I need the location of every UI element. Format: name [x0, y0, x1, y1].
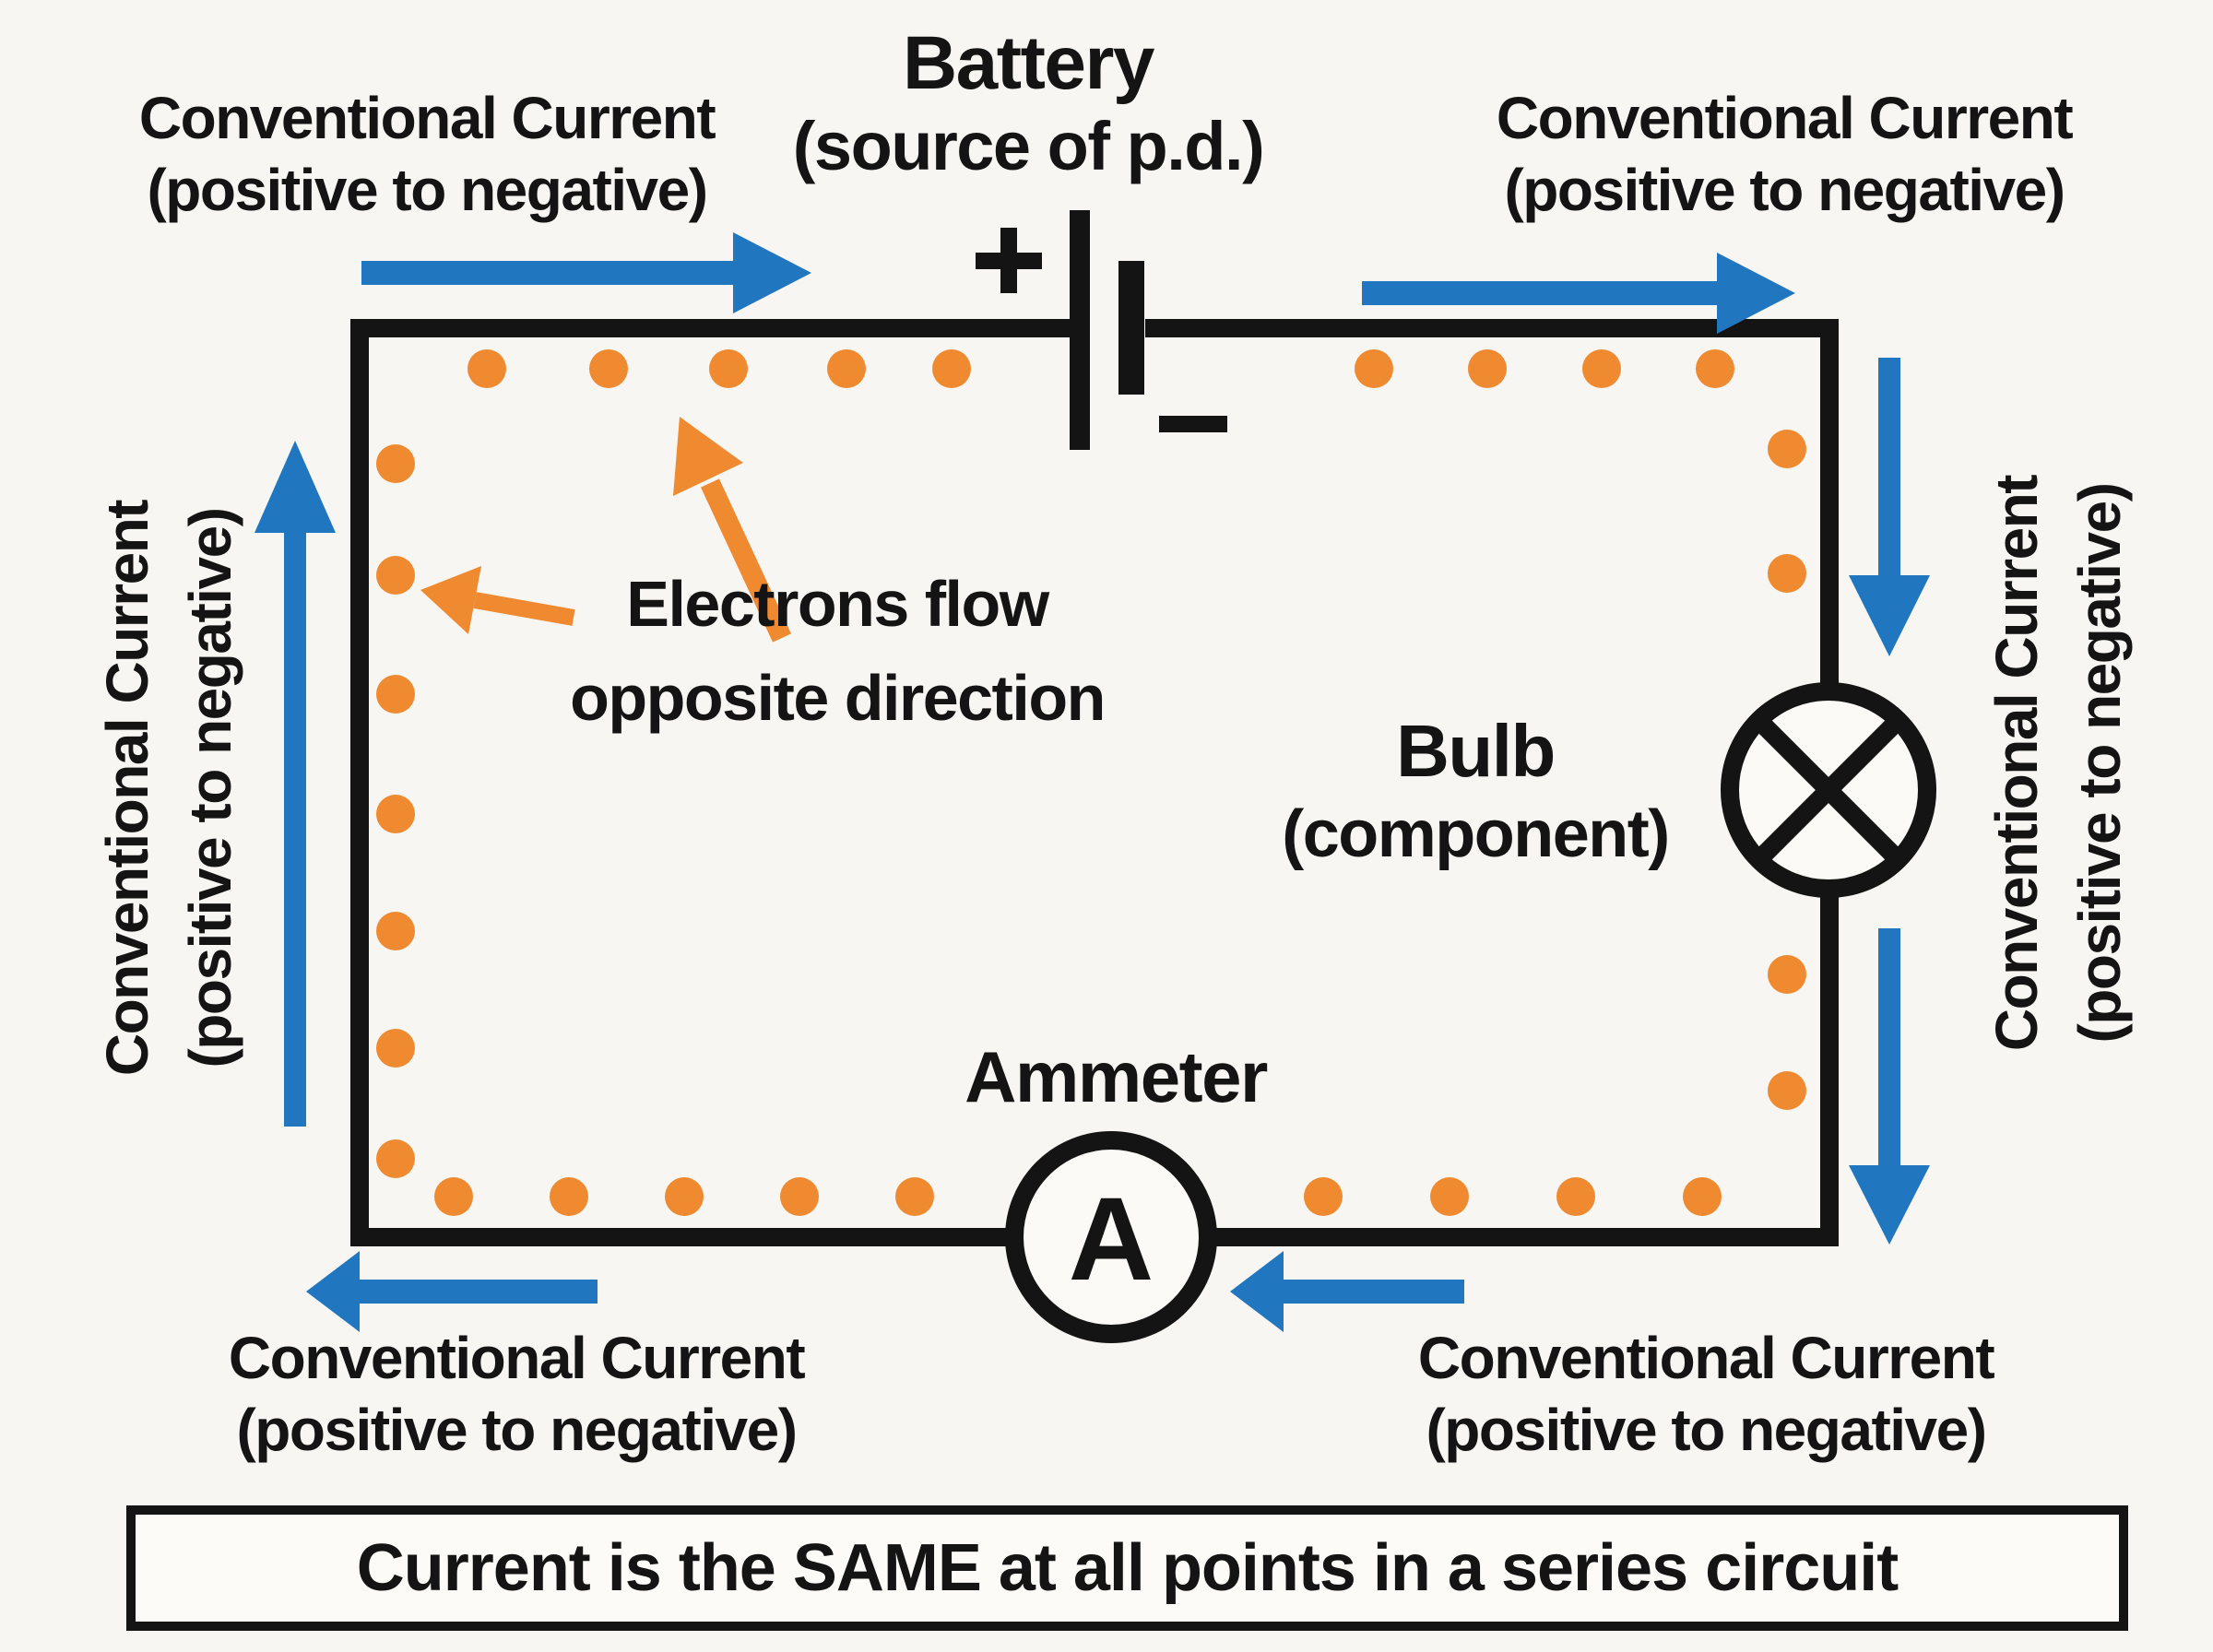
- ammeter-icon: [1005, 1131, 1217, 1343]
- electron-dot: [1556, 1177, 1595, 1216]
- ammeter-label: Ammeter: [964, 1036, 1268, 1117]
- current-label-line2: (positive to negative): [236, 1397, 798, 1463]
- current-label-left-side: Conventional Current (positive to negati…: [86, 501, 252, 1076]
- electron-flow-arrow-up: [673, 417, 791, 643]
- electron-dot: [1768, 1071, 1806, 1110]
- electron-note: Electrons flow opposite direction: [570, 557, 1106, 745]
- current-label-line1: Conventional Current: [228, 1325, 806, 1391]
- electron-dot: [434, 1177, 473, 1216]
- electron-dot: [895, 1177, 934, 1216]
- current-label-line2: (positive to negative): [2066, 483, 2133, 1044]
- bulb-label: Bulb (component): [1282, 710, 1670, 876]
- electron-dots: [376, 349, 1806, 1216]
- current-arrow-top-left: [361, 232, 811, 313]
- current-label-bottom-right: Conventional Current (positive to negati…: [1417, 1322, 1995, 1466]
- battery-minus-icon: [1159, 416, 1227, 432]
- electron-dot: [376, 556, 415, 595]
- current-label-line1: Conventional Current: [1417, 1325, 1995, 1391]
- current-label-right-side: Conventional Current (positive to negati…: [1975, 476, 2141, 1051]
- electron-dot: [1468, 349, 1507, 388]
- current-label-line1: Conventional Current: [94, 500, 160, 1077]
- current-label-top-left: Conventional Current (positive to negati…: [138, 82, 716, 226]
- electron-dot: [1430, 1177, 1469, 1216]
- electron-note-line2: opposite direction: [570, 662, 1106, 734]
- current-label-line2: (positive to negative): [177, 508, 243, 1068]
- electron-dot: [1768, 554, 1806, 593]
- current-label-line1: Conventional Current: [1496, 85, 2074, 151]
- electron-dot: [1304, 1177, 1343, 1216]
- electron-dot: [1768, 430, 1806, 468]
- current-label-line2: (positive to negative): [1504, 157, 2065, 223]
- current-label-line1: Conventional Current: [1983, 475, 2050, 1052]
- electron-dot: [550, 1177, 588, 1216]
- electron-dot: [1683, 1177, 1722, 1216]
- electron-dot: [1582, 349, 1621, 388]
- electron-dot: [376, 1139, 415, 1178]
- electron-dot: [709, 349, 748, 388]
- current-label-line2: (positive to negative): [1426, 1397, 1987, 1463]
- electron-dot: [1696, 349, 1734, 388]
- electron-dot: [827, 349, 866, 388]
- electron-note-line1: Electrons flow: [626, 568, 1049, 640]
- electron-dot: [376, 444, 415, 483]
- summary-banner-text: Current is the SAME at all points in a s…: [356, 1531, 1899, 1605]
- electron-dot: [467, 349, 506, 388]
- electron-dot: [589, 349, 628, 388]
- current-label-line2: (positive to negative): [147, 157, 708, 223]
- electron-dot: [665, 1177, 704, 1216]
- electron-dot: [1768, 955, 1806, 994]
- current-label-line1: Conventional Current: [138, 85, 716, 151]
- current-arrow-bottom-left: [306, 1251, 598, 1332]
- electron-dot: [376, 675, 415, 714]
- battery-subtitle: (source of p.d.): [792, 108, 1265, 184]
- battery-title: Battery: [902, 21, 1155, 105]
- current-label-bottom-left: Conventional Current (positive to negati…: [228, 1322, 806, 1466]
- current-arrow-right-lower: [1849, 928, 1930, 1245]
- bulb-icon: [1721, 682, 1936, 898]
- current-arrow-bottom-right: [1230, 1251, 1464, 1332]
- current-label-top-right: Conventional Current (positive to negati…: [1496, 82, 2074, 226]
- current-arrow-top-right: [1362, 253, 1795, 334]
- electron-dot: [376, 912, 415, 950]
- electron-dot: [932, 349, 971, 388]
- ammeter-symbol: A: [1068, 1174, 1154, 1305]
- current-arrow-right-upper: [1849, 358, 1930, 656]
- battery-plus-icon: [976, 228, 1042, 293]
- bulb-title: Bulb: [1396, 710, 1556, 792]
- electron-dot: [780, 1177, 819, 1216]
- current-arrow-left-side: [254, 441, 336, 1127]
- electron-flow-arrow-left: [420, 566, 575, 634]
- electron-dot: [376, 795, 415, 833]
- electron-dot: [1355, 349, 1393, 388]
- summary-banner: Current is the SAME at all points in a s…: [126, 1505, 2128, 1631]
- electron-dot: [376, 1029, 415, 1068]
- battery-label: Battery (source of p.d.): [792, 21, 1265, 187]
- bulb-subtitle: (component): [1282, 797, 1670, 871]
